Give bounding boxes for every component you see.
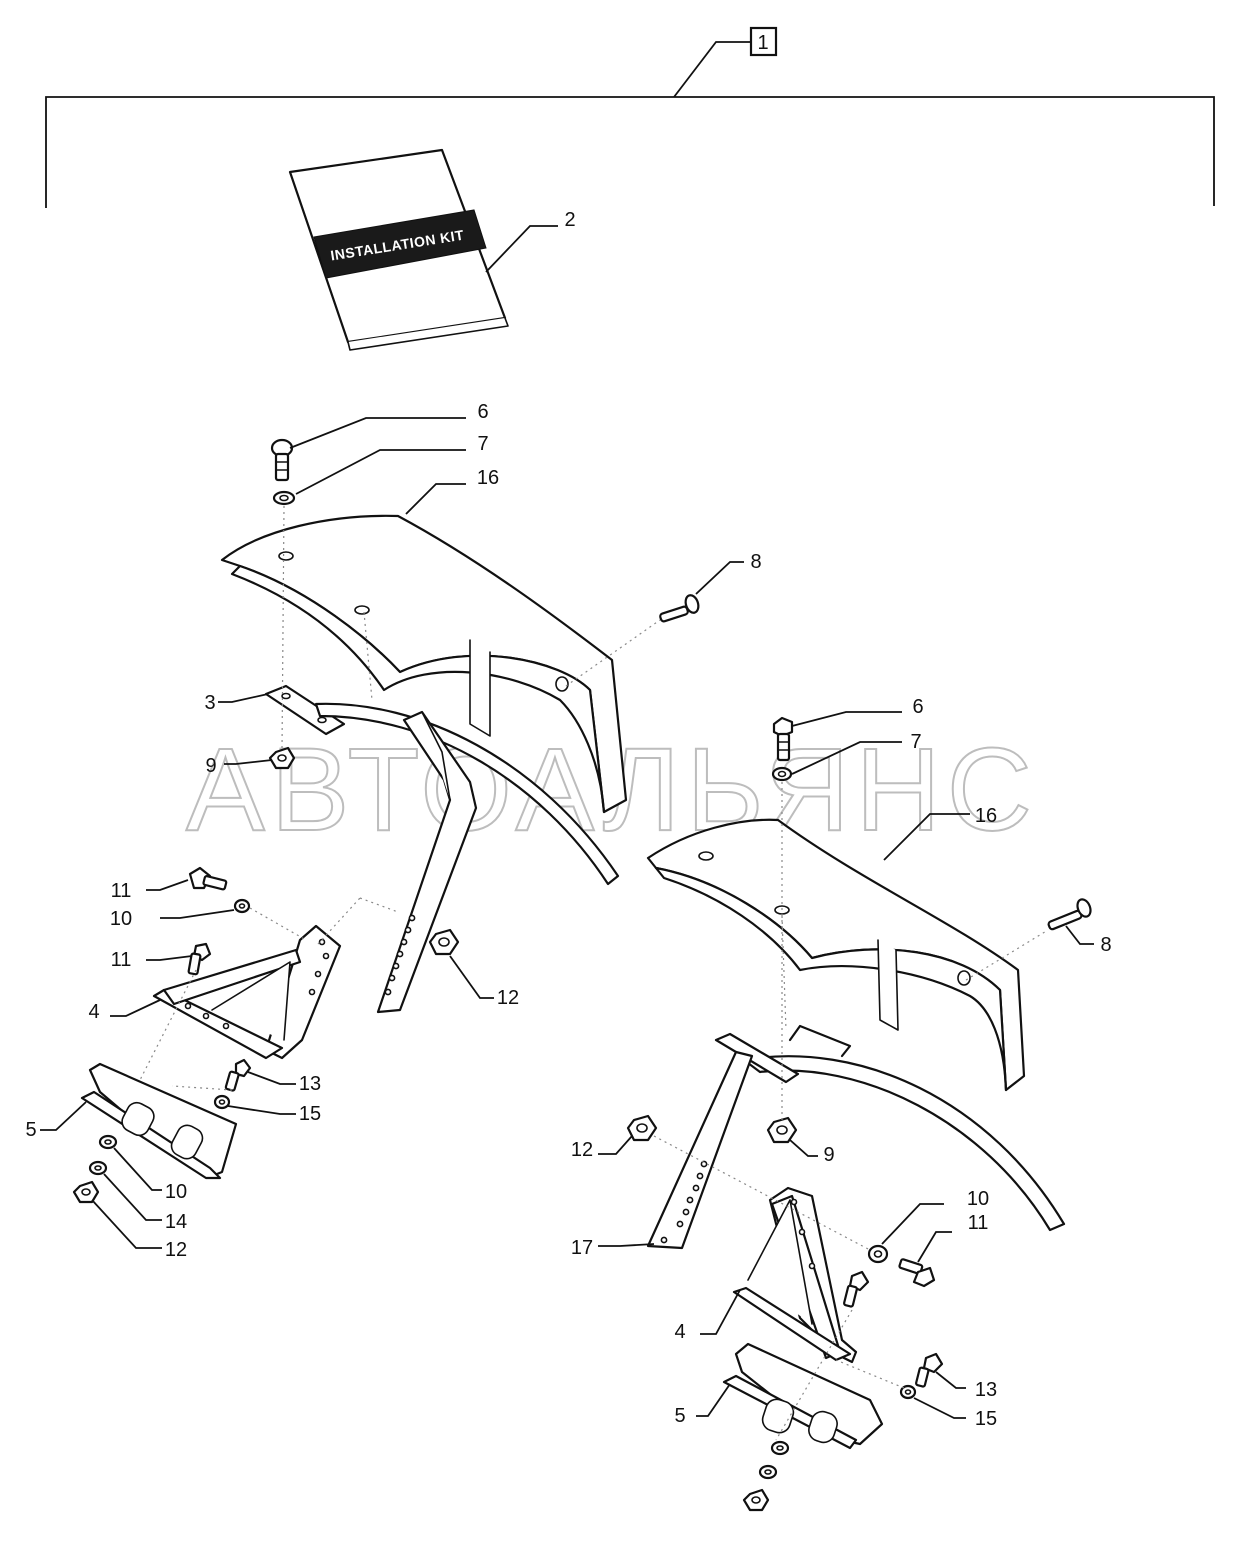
nut-12-left-lower <box>72 1180 100 1204</box>
washer-14-left <box>88 1160 108 1176</box>
mudguard-16-right <box>646 818 1026 1092</box>
callout-9-right: 9 <box>823 1144 834 1166</box>
support-arm-left <box>314 702 620 1014</box>
bolt-11-left-lower <box>187 942 212 976</box>
callout-11-right: 11 <box>968 1212 989 1234</box>
callout-4-left: 4 <box>88 1001 99 1023</box>
installation-kit-manual: INSTALLATION KIT 2 <box>288 148 576 351</box>
arm-holes-right <box>660 1160 708 1244</box>
callout-12-mid: 12 <box>497 987 519 1009</box>
hardware-stack-right <box>742 1440 790 1512</box>
bolt-13-left <box>224 1058 252 1092</box>
bolt-right-mid <box>843 1270 870 1308</box>
hinge-clamp-5-right <box>722 1342 884 1450</box>
nut-9-left <box>268 746 296 770</box>
callout-6-left: 6 <box>477 401 488 423</box>
callout-12-left-lower: 12 <box>165 1239 187 1261</box>
callout-9-left: 9 <box>205 755 216 777</box>
bolt-8-left <box>659 594 700 623</box>
callout-12-right: 12 <box>571 1139 593 1161</box>
kit-callout-box <box>749 26 778 57</box>
callout-16-left: 16 <box>477 467 499 489</box>
bolt-6-right <box>771 716 794 782</box>
callout-10-right: 10 <box>967 1188 989 1210</box>
support-arm-right <box>646 1024 1066 1250</box>
bolt-8-right <box>1047 898 1092 931</box>
bracket-4-right <box>732 1186 858 1364</box>
nut-12-right <box>626 1114 658 1142</box>
callout-15-left: 15 <box>299 1103 321 1125</box>
callout-17: 17 <box>571 1237 593 1259</box>
callout-5-right: 5 <box>674 1405 685 1427</box>
callout-11-left-upper: 11 <box>111 880 132 902</box>
callout-15-right: 15 <box>975 1408 997 1430</box>
callout-4-right: 4 <box>674 1321 685 1343</box>
callout-10-left-upper: 10 <box>110 908 132 930</box>
callout-13-right: 13 <box>975 1379 997 1401</box>
kit-bracket: 1 <box>45 26 1215 208</box>
callout-16-right: 16 <box>975 805 997 827</box>
washer-10-left-lower <box>98 1134 118 1150</box>
callout-5-left: 5 <box>25 1119 36 1141</box>
callout-6-right: 6 <box>912 696 923 718</box>
mudguard-16-left <box>220 514 628 814</box>
bolt-11-left-upper <box>188 866 228 891</box>
callout-10-left-lower: 10 <box>165 1181 187 1203</box>
bolt-13-right <box>915 1352 944 1388</box>
bolt-6-left <box>270 438 296 506</box>
nut-12-mid <box>428 928 460 956</box>
callout-3: 3 <box>204 692 215 714</box>
assembly-axes <box>139 505 1049 1441</box>
callout-2: 2 <box>564 209 575 231</box>
washer-10-left-upper <box>233 898 251 914</box>
callout-13-left: 13 <box>299 1073 321 1095</box>
plate-3-left <box>264 684 346 736</box>
callout-1: 1 <box>757 32 768 54</box>
callout-8-left: 8 <box>750 551 761 573</box>
bolt-11-right <box>898 1258 936 1288</box>
arm-holes-left <box>384 914 416 996</box>
callout-11-left-lower: 11 <box>111 949 132 971</box>
bracket-4-left <box>152 924 342 1060</box>
washer-15-left <box>213 1094 231 1110</box>
nut-9-right <box>766 1116 798 1144</box>
callout-7-right: 7 <box>910 731 921 753</box>
washer-10-right <box>867 1244 889 1264</box>
hinge-clamp-5-left <box>80 1062 238 1180</box>
washer-15-right <box>899 1384 917 1400</box>
callout-8-right: 8 <box>1100 934 1111 956</box>
callout-7-left: 7 <box>477 433 488 455</box>
callout-14: 14 <box>165 1211 187 1233</box>
